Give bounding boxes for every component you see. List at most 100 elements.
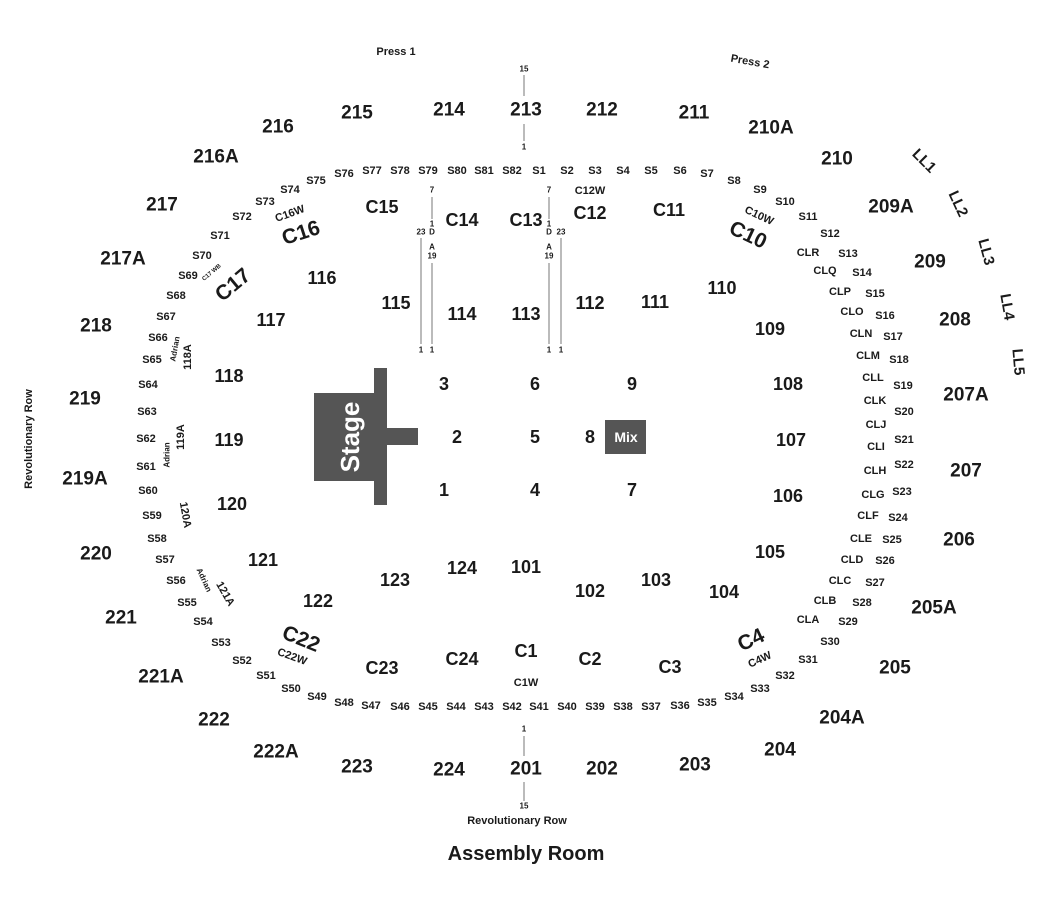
club-section-c24[interactable]: C24 bbox=[445, 649, 478, 669]
suite-s4[interactable]: S4 bbox=[616, 165, 630, 177]
club-section-c1[interactable]: C1 bbox=[514, 641, 537, 661]
press-box-1[interactable]: Press 1 bbox=[376, 46, 415, 58]
section-205[interactable]: 205 bbox=[879, 658, 911, 679]
suite-s5[interactable]: S5 bbox=[644, 165, 657, 177]
suite-s60[interactable]: S60 bbox=[138, 485, 158, 497]
suite-s22[interactable]: S22 bbox=[894, 459, 914, 471]
suite-s78[interactable]: S78 bbox=[390, 165, 410, 177]
section-105[interactable]: 105 bbox=[755, 542, 785, 562]
suite-s17[interactable]: S17 bbox=[883, 331, 903, 343]
section-211[interactable]: 211 bbox=[679, 103, 710, 124]
section-118a[interactable]: 118A bbox=[182, 344, 194, 370]
section-218[interactable]: 218 bbox=[80, 316, 112, 337]
suite-s28[interactable]: S28 bbox=[852, 597, 872, 609]
club-section-c14[interactable]: C14 bbox=[445, 210, 478, 230]
suite-s21[interactable]: S21 bbox=[894, 434, 914, 446]
section-222[interactable]: 222 bbox=[198, 710, 230, 731]
floor-section-5[interactable]: 5 bbox=[530, 427, 540, 447]
suite-s8[interactable]: S8 bbox=[727, 175, 740, 187]
suite-s51[interactable]: S51 bbox=[256, 670, 276, 682]
suite-s80[interactable]: S80 bbox=[447, 165, 467, 177]
section-120[interactable]: 120 bbox=[217, 494, 247, 514]
floor-section-9[interactable]: 9 bbox=[627, 374, 637, 394]
section-210a[interactable]: 210A bbox=[748, 118, 794, 139]
suite-s9[interactable]: S9 bbox=[753, 184, 766, 196]
section-109[interactable]: 109 bbox=[755, 319, 785, 339]
suite-s56[interactable]: S56 bbox=[166, 575, 186, 587]
suite-s44[interactable]: S44 bbox=[446, 701, 466, 713]
stage[interactable]: Stage bbox=[314, 368, 418, 505]
suite-s26[interactable]: S26 bbox=[875, 555, 895, 567]
suite-s14[interactable]: S14 bbox=[852, 267, 872, 279]
suite-s35[interactable]: S35 bbox=[697, 697, 717, 709]
suite-s19[interactable]: S19 bbox=[893, 380, 913, 392]
section-110[interactable]: 110 bbox=[707, 278, 736, 298]
section-204[interactable]: 204 bbox=[764, 740, 796, 761]
suite-s50[interactable]: S50 bbox=[281, 683, 301, 695]
loge-ll3[interactable]: LL3 bbox=[974, 237, 997, 267]
section-221a[interactable]: 221A bbox=[138, 667, 184, 688]
suite-s29[interactable]: S29 bbox=[838, 616, 858, 628]
suite-s33[interactable]: S33 bbox=[750, 683, 770, 695]
suite-s70[interactable]: S70 bbox=[192, 250, 212, 262]
suite-s40[interactable]: S40 bbox=[557, 701, 577, 713]
section-111[interactable]: 111 bbox=[641, 292, 669, 312]
section-116[interactable]: 116 bbox=[307, 268, 336, 288]
suite-s55[interactable]: S55 bbox=[177, 597, 197, 609]
suite-s11[interactable]: S11 bbox=[799, 211, 818, 223]
section-210[interactable]: 210 bbox=[821, 149, 853, 170]
suite-s23[interactable]: S23 bbox=[892, 486, 912, 498]
club-lounge-clq[interactable]: CLQ bbox=[813, 265, 837, 277]
section-124[interactable]: 124 bbox=[447, 558, 477, 578]
section-120a[interactable]: 120A bbox=[177, 501, 193, 529]
club-section-c11[interactable]: C11 bbox=[653, 200, 685, 220]
section-117[interactable]: 117 bbox=[256, 310, 285, 330]
section-113[interactable]: 113 bbox=[511, 304, 540, 324]
suite-s37[interactable]: S37 bbox=[641, 701, 661, 713]
suite-s69[interactable]: S69 bbox=[178, 270, 198, 282]
section-215[interactable]: 215 bbox=[341, 103, 373, 124]
section-123[interactable]: 123 bbox=[380, 570, 410, 590]
mix-position[interactable]: Mix bbox=[605, 420, 646, 454]
section-217a[interactable]: 217A bbox=[100, 249, 146, 270]
suite-s45[interactable]: S45 bbox=[418, 701, 438, 713]
suite-s7[interactable]: S7 bbox=[700, 168, 713, 180]
loge-ll4[interactable]: LL4 bbox=[996, 292, 1017, 322]
suite-s47[interactable]: S47 bbox=[361, 700, 381, 712]
suite-s6[interactable]: S6 bbox=[673, 165, 686, 177]
floor-section-7[interactable]: 7 bbox=[627, 480, 637, 500]
club-lounge-cli[interactable]: CLI bbox=[867, 441, 885, 453]
club-section-c12[interactable]: C12 bbox=[573, 203, 606, 223]
suite-s18[interactable]: S18 bbox=[889, 354, 909, 366]
suite-s82[interactable]: S82 bbox=[502, 165, 522, 177]
section-201[interactable]: 201 bbox=[510, 759, 542, 780]
floor-section-1[interactable]: 1 bbox=[439, 480, 449, 500]
suite-s20[interactable]: S20 bbox=[894, 406, 914, 418]
suite-s72[interactable]: S72 bbox=[232, 211, 252, 223]
suite-s16[interactable]: S16 bbox=[875, 310, 895, 322]
suite-s36[interactable]: S36 bbox=[670, 700, 690, 712]
section-119a[interactable]: 119A bbox=[175, 424, 187, 450]
section-209[interactable]: 209 bbox=[914, 252, 946, 273]
club-lounge-clj[interactable]: CLJ bbox=[866, 419, 887, 431]
suite-s39[interactable]: S39 bbox=[585, 701, 605, 713]
loge-ll5[interactable]: LL5 bbox=[1008, 348, 1027, 376]
club-lounge-cla[interactable]: CLA bbox=[797, 614, 820, 626]
section-206[interactable]: 206 bbox=[943, 530, 975, 551]
suite-s73[interactable]: S73 bbox=[255, 196, 275, 208]
section-219[interactable]: 219 bbox=[69, 389, 101, 410]
section-216[interactable]: 216 bbox=[262, 117, 294, 138]
section-119[interactable]: 119 bbox=[214, 430, 243, 450]
section-207[interactable]: 207 bbox=[950, 461, 982, 482]
section-221[interactable]: 221 bbox=[105, 608, 137, 629]
suite-s61[interactable]: S61 bbox=[136, 461, 156, 473]
section-102[interactable]: 102 bbox=[575, 581, 605, 601]
revolutionary-row-label-2[interactable]: Revolutionary Row bbox=[467, 815, 567, 827]
section-122[interactable]: 122 bbox=[303, 591, 333, 611]
section-203[interactable]: 203 bbox=[679, 755, 711, 776]
section-222a[interactable]: 222A bbox=[253, 742, 299, 763]
suite-s71[interactable]: S71 bbox=[210, 230, 230, 242]
section-202[interactable]: 202 bbox=[586, 759, 618, 780]
section-213[interactable]: 213 bbox=[510, 100, 542, 121]
club-lounge-clh[interactable]: CLH bbox=[864, 465, 887, 477]
